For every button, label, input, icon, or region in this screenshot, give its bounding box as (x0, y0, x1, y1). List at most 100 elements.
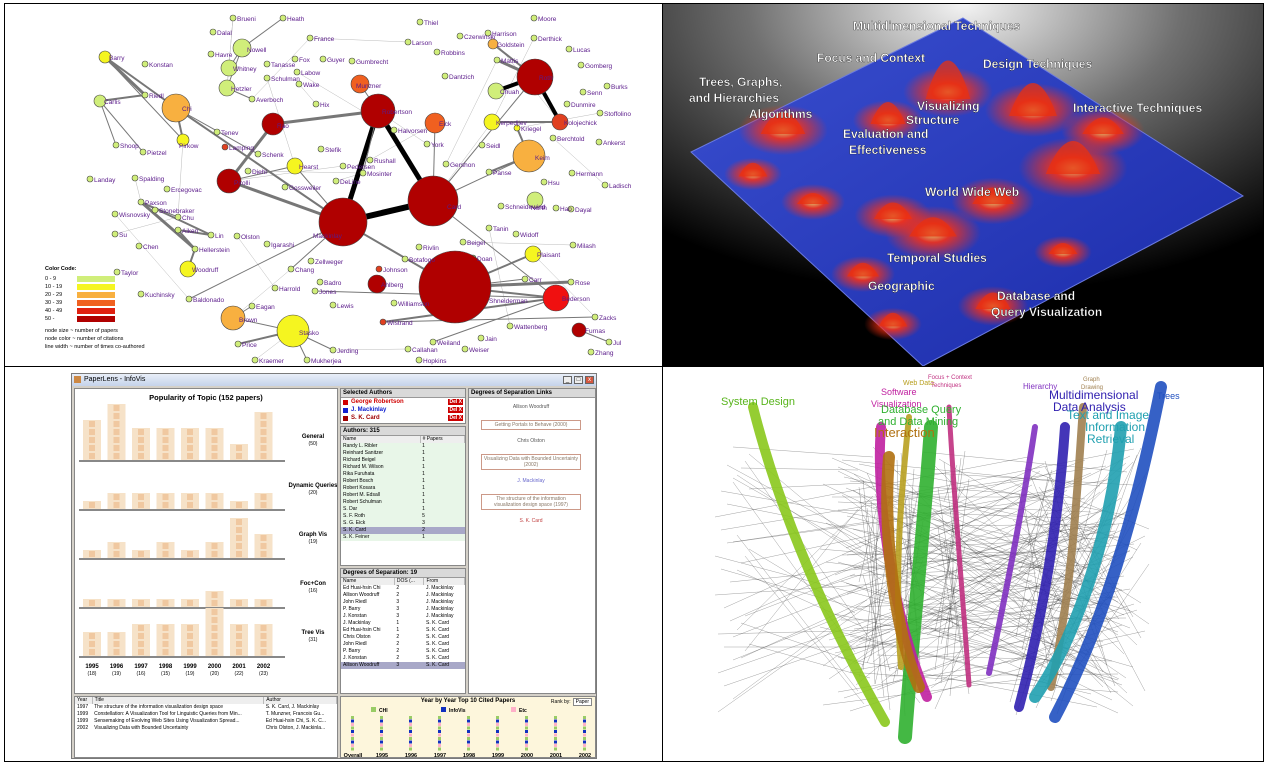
paper-cell[interactable] (260, 543, 267, 549)
paper-cell[interactable] (260, 625, 267, 631)
paper-cell[interactable] (211, 494, 218, 500)
author-node-harrold[interactable] (271, 284, 279, 292)
top10-paper-cell[interactable] (583, 719, 586, 723)
paper-cell[interactable] (211, 429, 218, 435)
top10-paper-cell[interactable] (496, 730, 499, 733)
author-node-gershon[interactable] (442, 160, 450, 168)
author-node-hopkins[interactable] (415, 356, 423, 364)
topic-stream-tube[interactable] (1014, 422, 1070, 712)
author-node-wake[interactable] (295, 80, 303, 88)
author-node-harrison[interactable] (484, 29, 492, 37)
top10-paper-cell[interactable] (380, 716, 383, 719)
paper-cell[interactable] (138, 625, 144, 631)
author-node-kuchinsky[interactable] (137, 290, 145, 298)
paper-cell[interactable] (187, 437, 193, 443)
author-node-zhang[interactable] (587, 348, 595, 356)
paper-cell[interactable] (236, 445, 242, 451)
topic-year-bar[interactable] (107, 493, 126, 509)
top10-paper-cell[interactable] (583, 723, 586, 726)
author-node-diehl[interactable] (244, 167, 252, 175)
topic-stream-tube[interactable] (1049, 381, 1167, 723)
paper-cell[interactable] (113, 405, 120, 411)
topic-year-bar[interactable] (205, 428, 224, 460)
paper-cell[interactable] (211, 551, 218, 557)
author-node-schenk[interactable] (254, 150, 262, 158)
paper-cell[interactable] (138, 437, 144, 443)
author-node-chuah[interactable] (487, 82, 505, 100)
linking-paper[interactable]: Getting Portals to Behave (2000) (481, 420, 581, 430)
paper-cell[interactable] (162, 641, 169, 647)
author-node-pietzel[interactable] (139, 148, 147, 156)
author-node-brown[interactable] (220, 305, 246, 331)
top10-paper-cell[interactable] (525, 719, 528, 723)
author-node-jain[interactable] (477, 334, 485, 342)
topic-year-bar[interactable] (156, 493, 175, 509)
topic-year-bar[interactable] (132, 428, 150, 460)
author-node-shoop[interactable] (112, 141, 120, 149)
topic-year-bar[interactable] (181, 493, 199, 509)
top10-paper-cell[interactable] (467, 716, 470, 719)
paper-cell[interactable] (260, 535, 267, 541)
author-node-halvorsen[interactable] (390, 126, 398, 134)
paper-cell[interactable] (162, 453, 169, 459)
top10-paper-cell[interactable] (554, 723, 557, 726)
top10-paper-cell[interactable] (380, 747, 383, 751)
paper-cell[interactable] (260, 413, 267, 419)
author-node-mukherjea[interactable] (303, 356, 311, 364)
author-node-ankerst[interactable] (595, 138, 603, 146)
paper-cell[interactable] (138, 445, 144, 451)
top10-paper-cell[interactable] (467, 733, 470, 737)
author-node-beigel[interactable] (459, 238, 467, 246)
top10-paper-cell[interactable] (438, 726, 441, 730)
chain-author[interactable]: Chris Olston (517, 438, 545, 444)
top10-paper-cell[interactable] (467, 737, 470, 740)
author-node-riedl[interactable] (141, 91, 149, 99)
paper-cell[interactable] (236, 543, 242, 549)
topic-stream-tube[interactable] (881, 451, 925, 693)
top10-paper-cell[interactable] (496, 747, 499, 751)
author-node-lin[interactable] (207, 231, 215, 239)
author-node-paxson[interactable] (137, 198, 145, 206)
author-node-kerpedjiev[interactable] (483, 113, 501, 131)
author-node-rao[interactable] (261, 112, 285, 136)
paper-cell[interactable] (138, 633, 144, 639)
author-node-zellweger[interactable] (307, 257, 315, 265)
topic-year-bar[interactable] (230, 444, 248, 460)
column-header[interactable]: From (423, 578, 465, 585)
delete-author-button[interactable]: Del X (448, 399, 463, 405)
top10-paper-cell[interactable] (380, 740, 383, 744)
author-node-ercegovac[interactable] (163, 185, 171, 193)
paper-cell[interactable] (162, 494, 169, 500)
top10-paper-cell[interactable] (583, 737, 586, 740)
paper-cell[interactable] (138, 551, 144, 557)
topic-year-bar[interactable] (205, 493, 224, 509)
paper-cell[interactable] (113, 633, 120, 639)
author-node-rivlin[interactable] (415, 243, 423, 251)
author-node-gomberg[interactable] (577, 61, 585, 69)
author-node-nowell[interactable] (232, 38, 252, 58)
author-node-chu[interactable] (174, 213, 182, 221)
author-node-averboch[interactable] (248, 95, 256, 103)
top10-paper-cell[interactable] (583, 730, 586, 733)
paper-cell[interactable] (89, 633, 95, 639)
paper-cell[interactable] (187, 633, 193, 639)
top10-paper-cell[interactable] (380, 733, 383, 737)
author-node-chen[interactable] (135, 242, 143, 250)
paper-cell[interactable] (89, 421, 95, 427)
paper-cell[interactable] (260, 551, 267, 557)
paper-cell[interactable] (236, 453, 242, 459)
top10-paper-cell[interactable] (525, 733, 528, 737)
topic-year-bar[interactable] (254, 412, 273, 460)
author-node-mackinlay[interactable] (318, 197, 368, 247)
